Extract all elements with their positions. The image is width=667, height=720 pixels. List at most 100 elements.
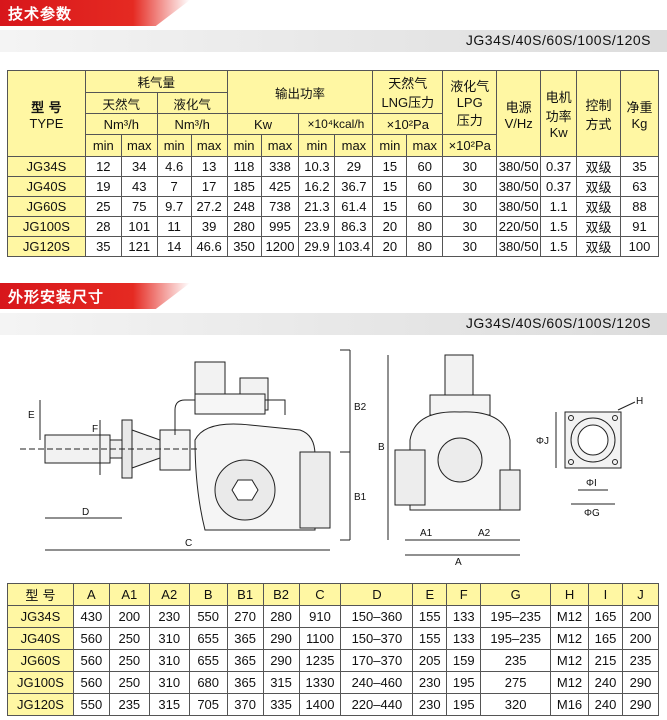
dim-cell: 270 (226, 605, 264, 628)
section-header-dimensions: 外形安装尺寸 JG34S/40S/60S/100S/120S (0, 283, 667, 335)
spec-cell: 220/50 (496, 216, 542, 237)
spec-cell: 双级 (576, 156, 621, 177)
dim-cell: 150–370 (340, 627, 414, 650)
spec-cell: 738 (260, 196, 300, 217)
label-a2: A2 (478, 528, 491, 539)
dim-cell: 205 (412, 649, 448, 672)
spec-cell: 63 (619, 176, 660, 197)
spec-cell: 39 (190, 216, 228, 237)
spec-cell: 36.7 (334, 176, 374, 197)
spec-cell: 338 (260, 156, 300, 177)
spec-cell: 118 (226, 156, 262, 177)
dim-header: B2 (262, 583, 300, 606)
spec-cell: 30 (442, 236, 498, 257)
label-d: D (82, 507, 89, 518)
dim-cell: 230 (412, 693, 448, 716)
spec-cell: 425 (260, 176, 300, 197)
dim-cell: 310 (148, 671, 190, 694)
dim-cell: 560 (72, 671, 110, 694)
label-e: E (28, 410, 35, 421)
dim-cell: 155 (412, 627, 448, 650)
bolt-hole (612, 415, 618, 421)
dim-header: C (298, 583, 342, 606)
dim-cell: 370 (226, 693, 264, 716)
dim-cell: 365 (226, 627, 264, 650)
dim-cell: 275 (480, 671, 552, 694)
spec-cell: 9.7 (156, 196, 192, 217)
dim-cell: 235 (621, 649, 660, 672)
dim-cell: 195 (446, 671, 482, 694)
dim-cell: M12 (550, 671, 589, 694)
spec-cell: 248 (226, 196, 262, 217)
label-b2: B2 (354, 402, 367, 413)
dim-cell: 1330 (298, 671, 342, 694)
spec-cell: 20 (372, 236, 408, 257)
th-max: max (120, 134, 158, 157)
th-power: 电源 V/Hz (496, 70, 542, 157)
spec-cell: 280 (226, 216, 262, 237)
dim-cell: 200 (108, 605, 150, 628)
dim-cell: M12 (550, 627, 589, 650)
label-b1: B1 (354, 492, 367, 503)
label-j: ΦJ (536, 436, 549, 447)
dim-cell: 1100 (298, 627, 342, 650)
valve-block (194, 393, 266, 415)
dim-cell: 195–235 (480, 627, 552, 650)
dim-cell: 290 (262, 627, 300, 650)
th-min: min (372, 134, 408, 157)
dim-cell: 250 (108, 649, 150, 672)
spec-cell: 80 (406, 216, 444, 237)
dim-cell: 560 (72, 627, 110, 650)
spec-cell: 13 (190, 156, 228, 177)
spec-cell: 46.6 (190, 236, 228, 257)
spec-table: 型 号 TYPE 耗气量 输出功率 天然气 LNG压力 液化气 LPG 压力 电… (7, 70, 660, 257)
flange-view (555, 401, 636, 505)
dim-cell: 290 (621, 671, 660, 694)
spec-cell: 350 (226, 236, 262, 257)
bolt-hole (612, 459, 618, 465)
dim-cell: 155 (412, 605, 448, 628)
th-max: max (190, 134, 228, 157)
spec-cell: 91 (619, 216, 660, 237)
dim-cell: 655 (188, 627, 228, 650)
front-fan (437, 437, 483, 483)
spec-cell: 995 (260, 216, 300, 237)
spec-cell: 15 (372, 176, 408, 197)
spec-cell: 43 (120, 176, 158, 197)
spec-cell: 双级 (576, 176, 621, 197)
dim-cell: 365 (226, 671, 264, 694)
dim-cell: 159 (446, 649, 482, 672)
th-min: min (84, 134, 122, 157)
dim-cell: 165 (588, 627, 623, 650)
dim-model-cell: JG120S (7, 693, 74, 716)
spec-cell: 25 (84, 196, 122, 217)
dim-cell: 240–460 (340, 671, 414, 694)
spec-cell: 双级 (576, 216, 621, 237)
label-g: ΦG (584, 508, 600, 519)
th-min: min (226, 134, 262, 157)
dim-cell: 250 (108, 627, 150, 650)
th-max: max (406, 134, 444, 157)
th-pa-lpg: ×10²Pa (442, 134, 498, 157)
dim-cell: 315 (262, 671, 300, 694)
th-weight: 净重 Kg (619, 70, 660, 157)
th-control: 控制 方式 (576, 70, 621, 157)
front-view (387, 354, 521, 556)
dim-cell: 195–235 (480, 605, 552, 628)
spec-cell: 15 (372, 196, 408, 217)
dim-cell: 365 (226, 649, 264, 672)
spec-cell: 60 (406, 176, 444, 197)
spec-cell: 1.1 (540, 196, 578, 217)
dim-model-cell: JG100S (7, 671, 74, 694)
spec-cell: 4.6 (156, 156, 192, 177)
dim-cell: 680 (188, 671, 228, 694)
spec-cell: 60 (406, 156, 444, 177)
dim-cell: 910 (298, 605, 342, 628)
spec-cell: 30 (442, 156, 498, 177)
